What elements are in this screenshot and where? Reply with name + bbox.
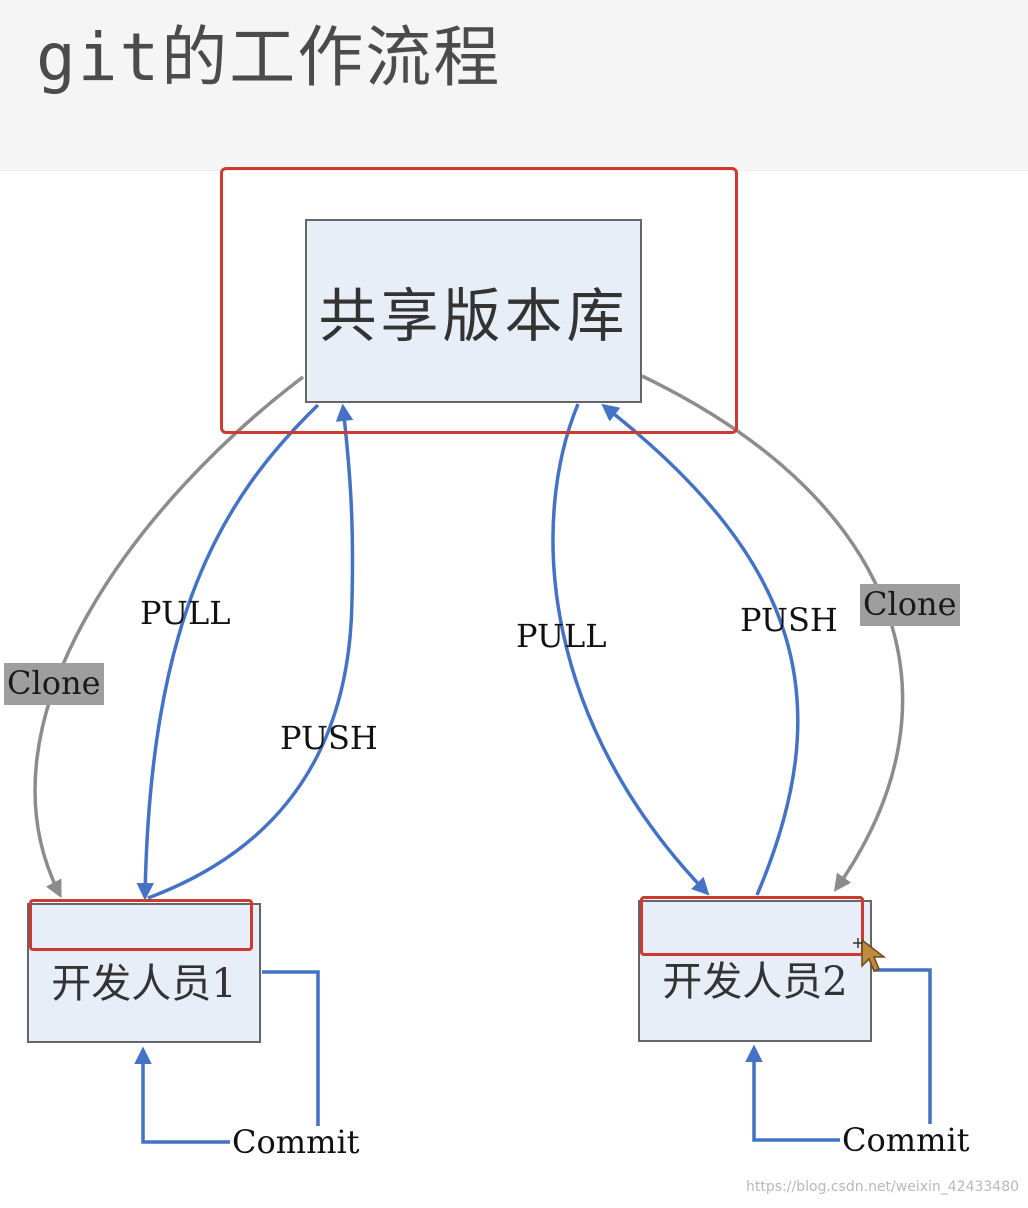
developer-1-highlight (29, 899, 253, 951)
commit-left-label: Commit (230, 1123, 362, 1161)
pull-left-label: PULL (140, 594, 231, 632)
page-title: git的工作流程 (36, 19, 502, 96)
push-right-label: PUSH (740, 601, 838, 639)
clone-left-label: Clone (4, 663, 104, 705)
mouse-cursor-icon (853, 938, 887, 972)
repository-highlight (220, 167, 738, 434)
push-left-label: PUSH (280, 719, 378, 757)
push-right-arrow (601, 403, 800, 896)
clone-right-label: Clone (860, 584, 960, 626)
pull-left-arrow (136, 403, 320, 901)
pull-right-label: PULL (516, 617, 607, 655)
developer-2-node: 开发人员2 (638, 900, 872, 1042)
push-left-arrow (147, 403, 355, 900)
commit-left-loop (134, 970, 320, 1144)
pull-right-arrow (551, 403, 710, 896)
title-band (0, 0, 1028, 170)
shared-repository-node: 共享版本库 (305, 219, 642, 403)
developer-1-node: 开发人员1 (27, 903, 261, 1043)
commit-right-label: Commit (840, 1121, 972, 1159)
clone-left-arrow (33, 375, 305, 899)
commit-right-loop (745, 968, 932, 1142)
watermark: https://blog.csdn.net/weixin_42433480 (746, 1179, 1020, 1195)
developer-2-highlight (640, 896, 864, 956)
title-divider (0, 170, 1028, 171)
